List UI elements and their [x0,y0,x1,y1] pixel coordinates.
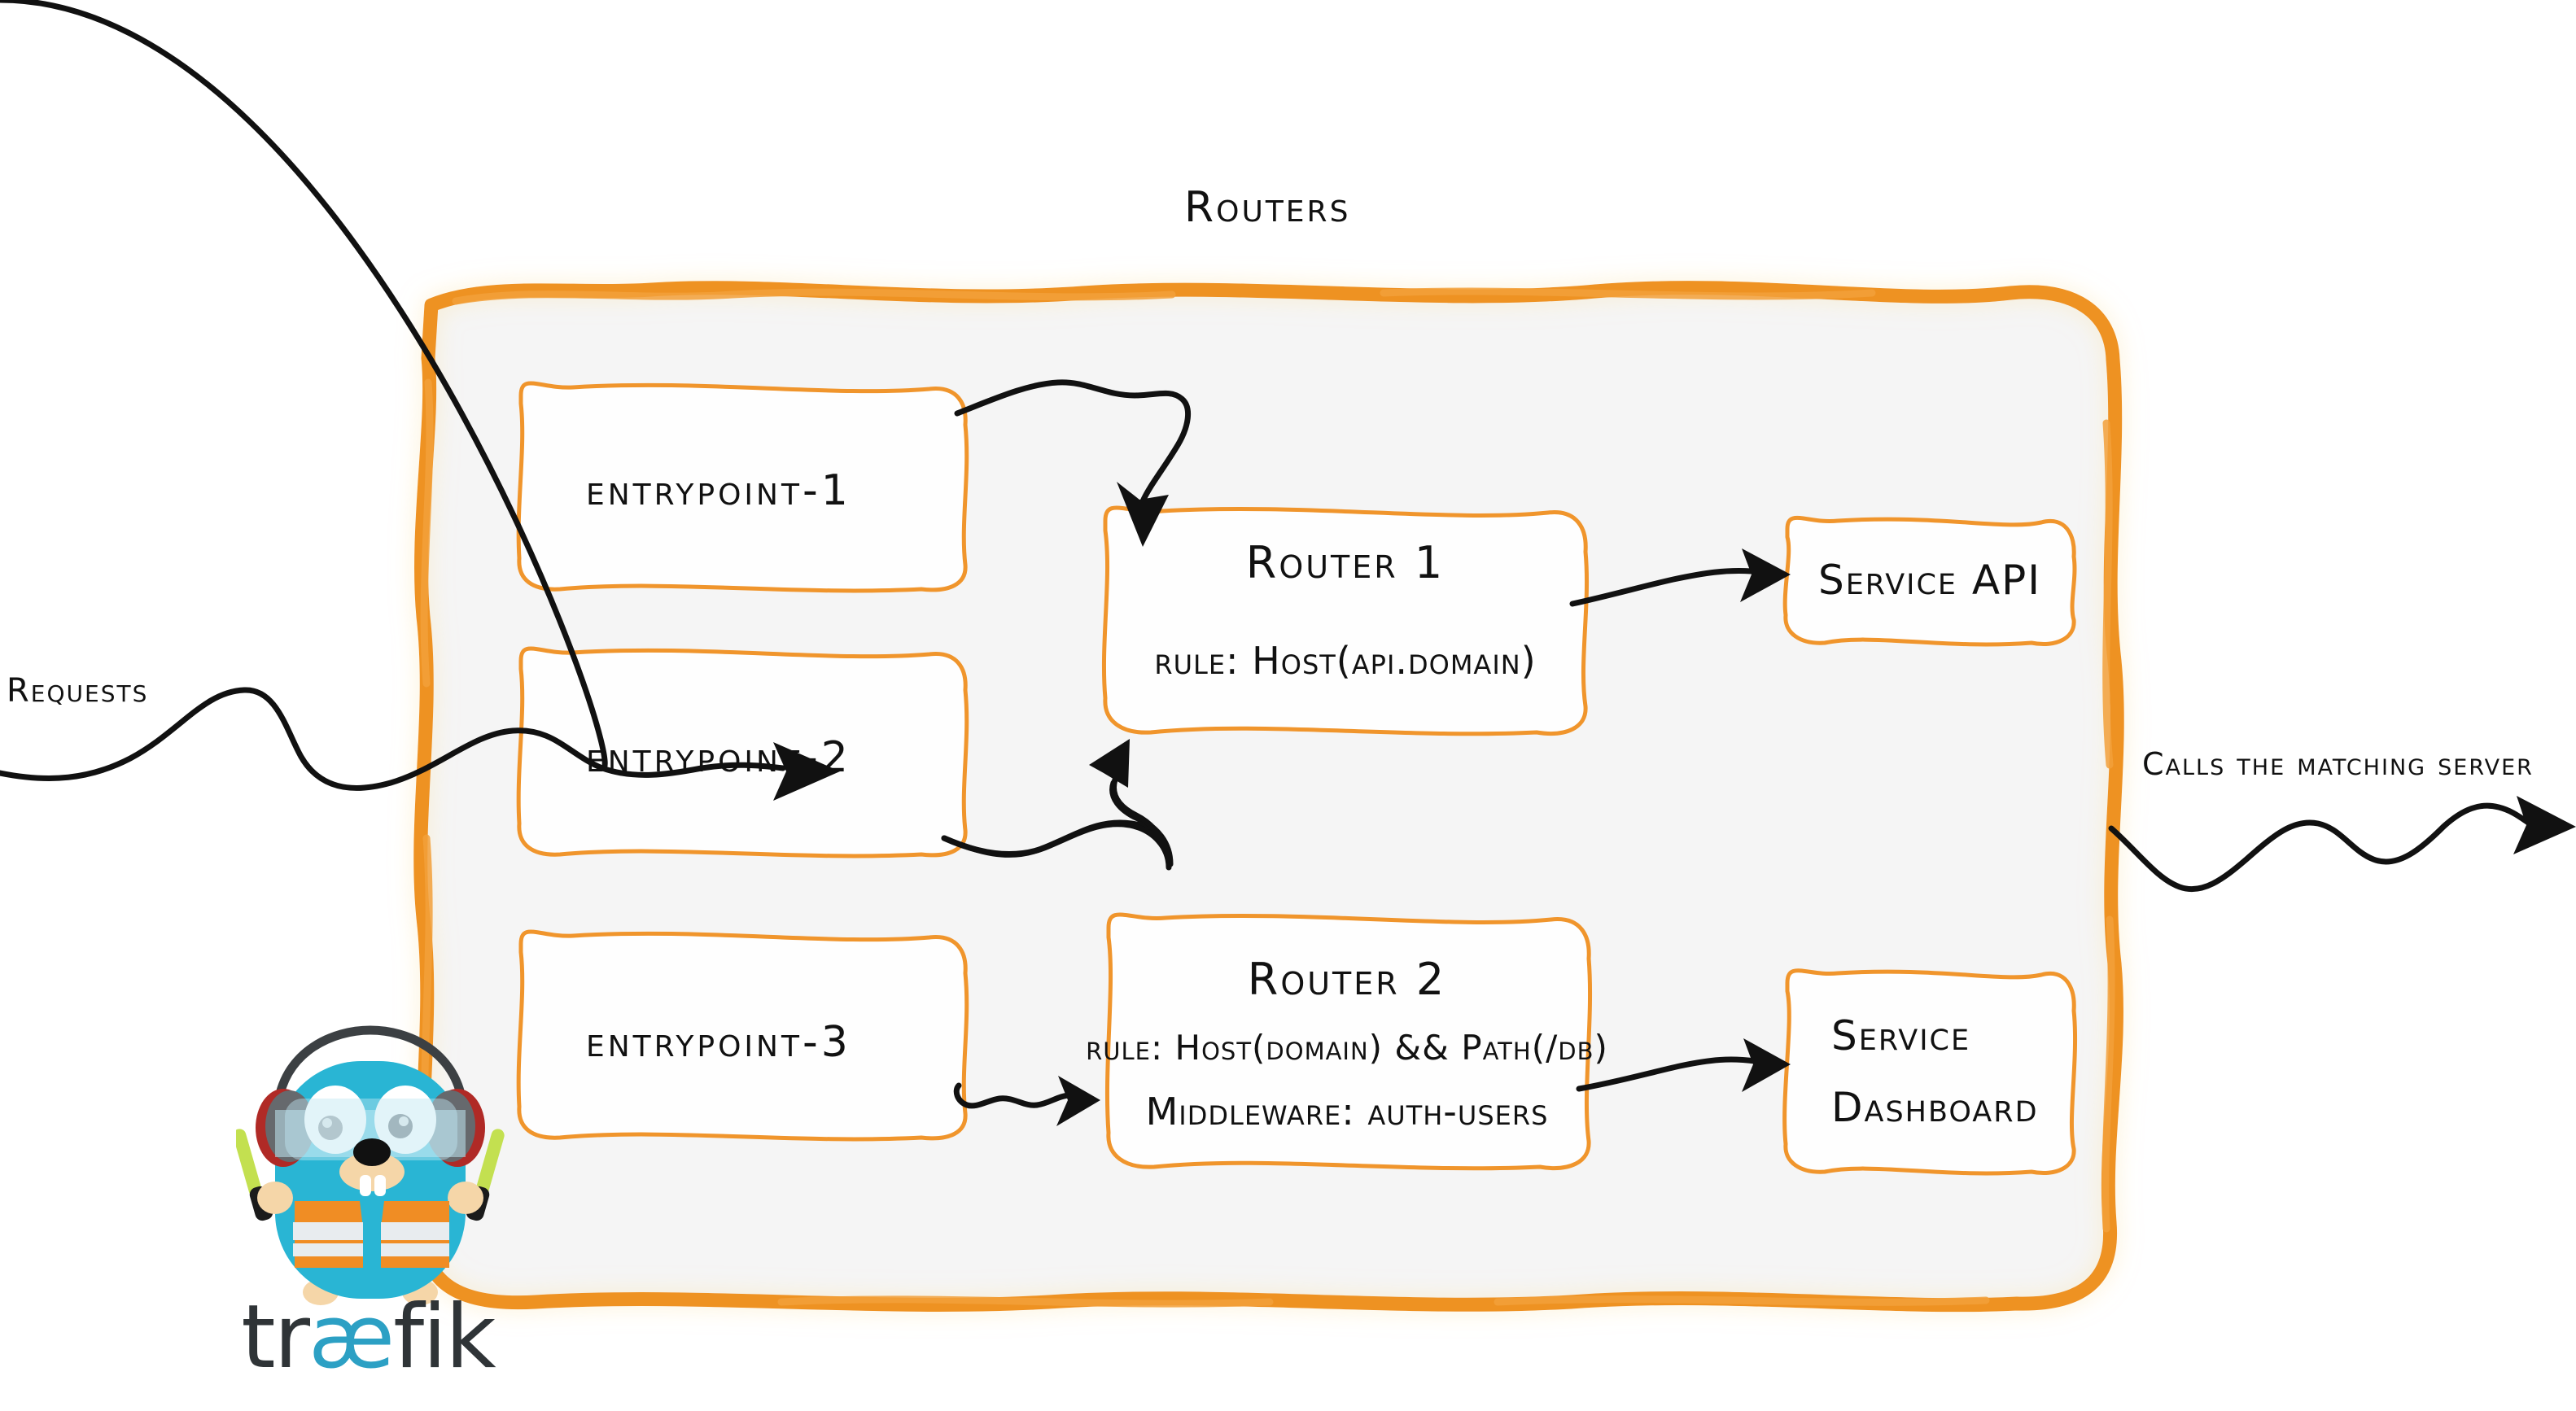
entrypoint-label: entrypoint-3 [586,1018,851,1067]
router-middleware: Middleware: auth-users [1146,1090,1549,1134]
entrypoint-box-3[interactable]: entrypoint-3 [516,929,969,1142]
requests-label: Requests [7,672,148,710]
tooth-left [360,1175,371,1196]
safety-vest [293,1201,449,1282]
hand-right [448,1182,483,1214]
connector-ep3-router2 [953,1076,1100,1126]
service-label: Dashboard [1831,1084,2039,1131]
router-box-1[interactable]: Router 1 rule: Host(api.domain) [1101,505,1590,736]
service-box-dashboard[interactable]: Service Dashboard [1782,968,2078,1176]
nose-icon [353,1138,391,1166]
connector-router2-dashboard [1576,1038,1791,1092]
service-label: Service [1831,1012,1970,1059]
router-rule: rule: Host(api.domain) [1154,639,1536,683]
entrypoint-label: entrypoint-1 [586,466,851,515]
muzzle [339,1152,405,1191]
service-box-api[interactable]: Service API [1782,515,2077,647]
eye-left [304,1086,366,1154]
calls-matching-server-label: Calls the matching server [2142,746,2534,782]
service-label: Service API [1818,557,2041,604]
connector-calls [2108,796,2576,893]
router-name: Router 1 [1246,537,1445,588]
goggles-lens [285,1099,457,1160]
traefik-wordmark: træfik [230,1294,506,1382]
connector-ep1-router1 [954,379,1192,547]
entrypoint-box-1[interactable]: entrypoint-1 [516,381,969,593]
panel-title: Routers [1184,183,1350,232]
headphone-band-icon [273,1025,467,1107]
wordmark-suffix: fik [393,1286,496,1388]
router-box-2[interactable]: Router 2 rule: Host(domain) && Path(/db)… [1086,912,1608,1171]
tooth-right [374,1175,386,1196]
wordmark-ligature: æ [308,1286,395,1388]
router-name: Router 2 [1248,954,1446,1005]
connector-requests [0,0,840,801]
hand-left [257,1182,293,1214]
entrypoint-box-2[interactable]: entrypoint-2 [516,646,969,858]
connector-ep2-router1 [941,739,1174,871]
connector-router1-serviceapi [1569,548,1791,607]
wordmark-prefix: tr [241,1286,310,1388]
traefik-gopher-icon [233,1025,505,1305]
router-rule: rule: Host(domain) && Path(/db) [1086,1028,1608,1068]
eye-right [374,1086,436,1154]
traefik-logo: træfik [233,1024,505,1408]
